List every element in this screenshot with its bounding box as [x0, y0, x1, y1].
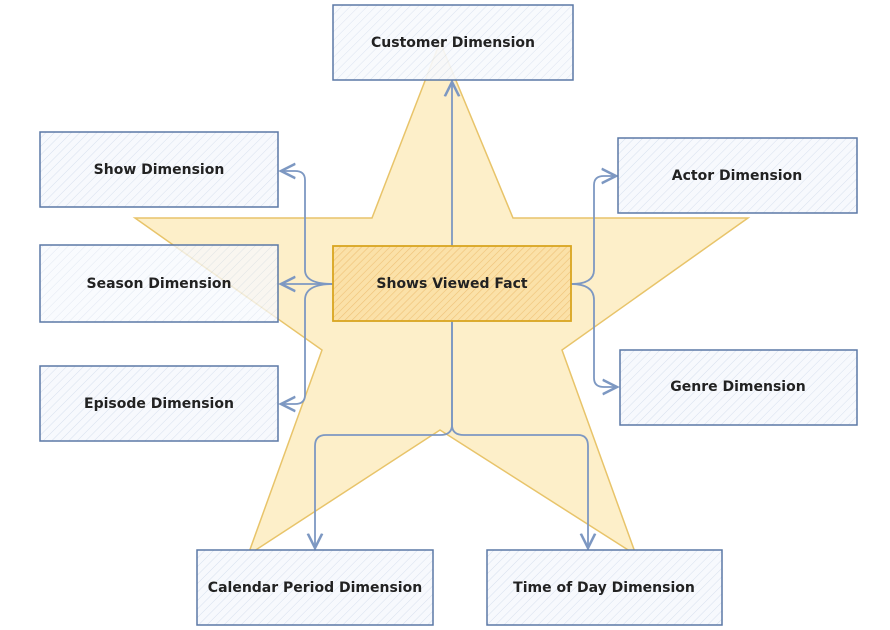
dimension-box-customer[interactable]: Customer Dimension	[332, 4, 574, 81]
dimension-label: Customer Dimension	[371, 35, 535, 51]
dimension-box-season[interactable]: Season Dimension	[39, 244, 279, 323]
dimension-box-episode[interactable]: Episode Dimension	[39, 365, 279, 442]
dimension-label: Season Dimension	[86, 276, 231, 292]
dimension-box-calendar[interactable]: Calendar Period Dimension	[196, 549, 434, 626]
connector-genre	[570, 283, 617, 387]
dimension-label: Show Dimension	[94, 162, 225, 178]
fact-label: Shows Viewed Fact	[376, 276, 528, 292]
dimension-label: Time of Day Dimension	[513, 580, 695, 596]
dimension-label: Actor Dimension	[672, 168, 802, 184]
dimension-box-time[interactable]: Time of Day Dimension	[486, 549, 723, 626]
connector-show	[281, 171, 334, 285]
dimension-box-actor[interactable]: Actor Dimension	[617, 137, 858, 214]
dimension-box-show[interactable]: Show Dimension	[39, 131, 279, 208]
dimension-label: Genre Dimension	[670, 379, 805, 395]
connectors	[281, 82, 617, 548]
connector-episode	[281, 283, 334, 404]
connector-time	[451, 321, 588, 548]
connector-actor	[570, 176, 616, 285]
connector-calendar	[315, 321, 453, 548]
dimension-label: Episode Dimension	[84, 396, 234, 412]
dimension-box-genre[interactable]: Genre Dimension	[619, 349, 858, 426]
dimension-label: Calendar Period Dimension	[208, 580, 422, 596]
fact-box[interactable]: Shows Viewed Fact	[332, 245, 572, 322]
